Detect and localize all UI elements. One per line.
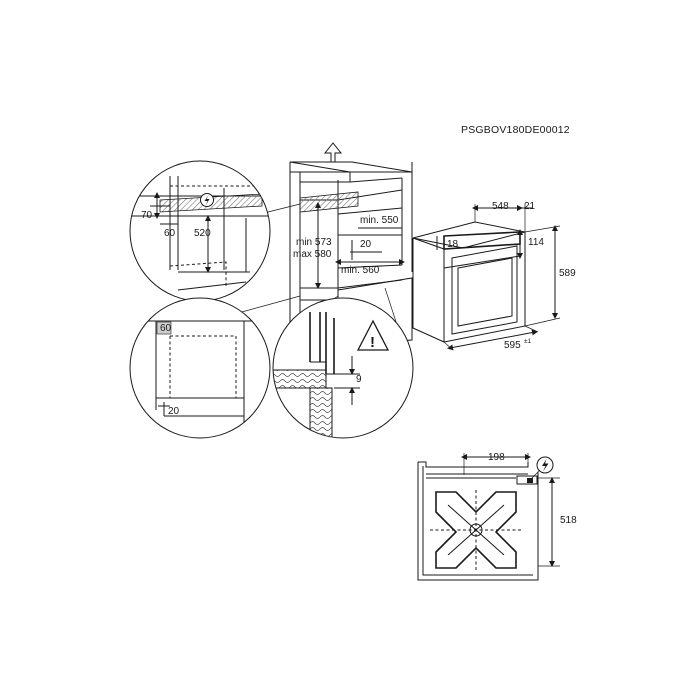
- dim-18: 18: [447, 239, 459, 250]
- dim-520: 520: [194, 228, 211, 239]
- dim-589: 589: [559, 268, 576, 279]
- dim-60-bottom: 60: [160, 323, 172, 334]
- warning-symbol: !: [370, 334, 375, 351]
- warning-triangle-icon: !: [356, 319, 390, 351]
- rear-view-drawing: [417, 453, 560, 581]
- document-code: PSGBOV180DE00012: [461, 124, 570, 136]
- detail-bottom-middle: !: [272, 297, 414, 439]
- power-connection-icon: [200, 193, 214, 207]
- detail-top-left: [129, 160, 271, 302]
- dim-548: 548: [492, 201, 509, 212]
- dim-max-580: max 580: [293, 249, 332, 260]
- dim-198: 198: [488, 452, 505, 463]
- dim-60-top: 60: [164, 228, 176, 239]
- dim-min-560: min. 560: [341, 265, 380, 276]
- arrow-up-icon: [323, 142, 343, 163]
- dim-min-573: min 573: [296, 237, 332, 248]
- dim-min-550: min. 550: [360, 215, 399, 226]
- power-connection-icon: [531, 456, 554, 479]
- dim-20-bottom: 20: [168, 406, 180, 417]
- dim-114: 114: [528, 237, 544, 248]
- dim-21: 21: [524, 201, 536, 212]
- oven-drawing: [412, 204, 561, 351]
- dim-518: 518: [560, 515, 577, 526]
- dim-70: 70: [141, 210, 153, 221]
- dim-20-cabinet: 20: [360, 239, 372, 250]
- dim-9: 9: [356, 374, 362, 385]
- cabinet-drawing: [289, 161, 413, 345]
- detail-bottom-left: [129, 297, 271, 439]
- dim-595: 595: [504, 340, 521, 351]
- dim-595-tolerance: ±1: [524, 338, 532, 345]
